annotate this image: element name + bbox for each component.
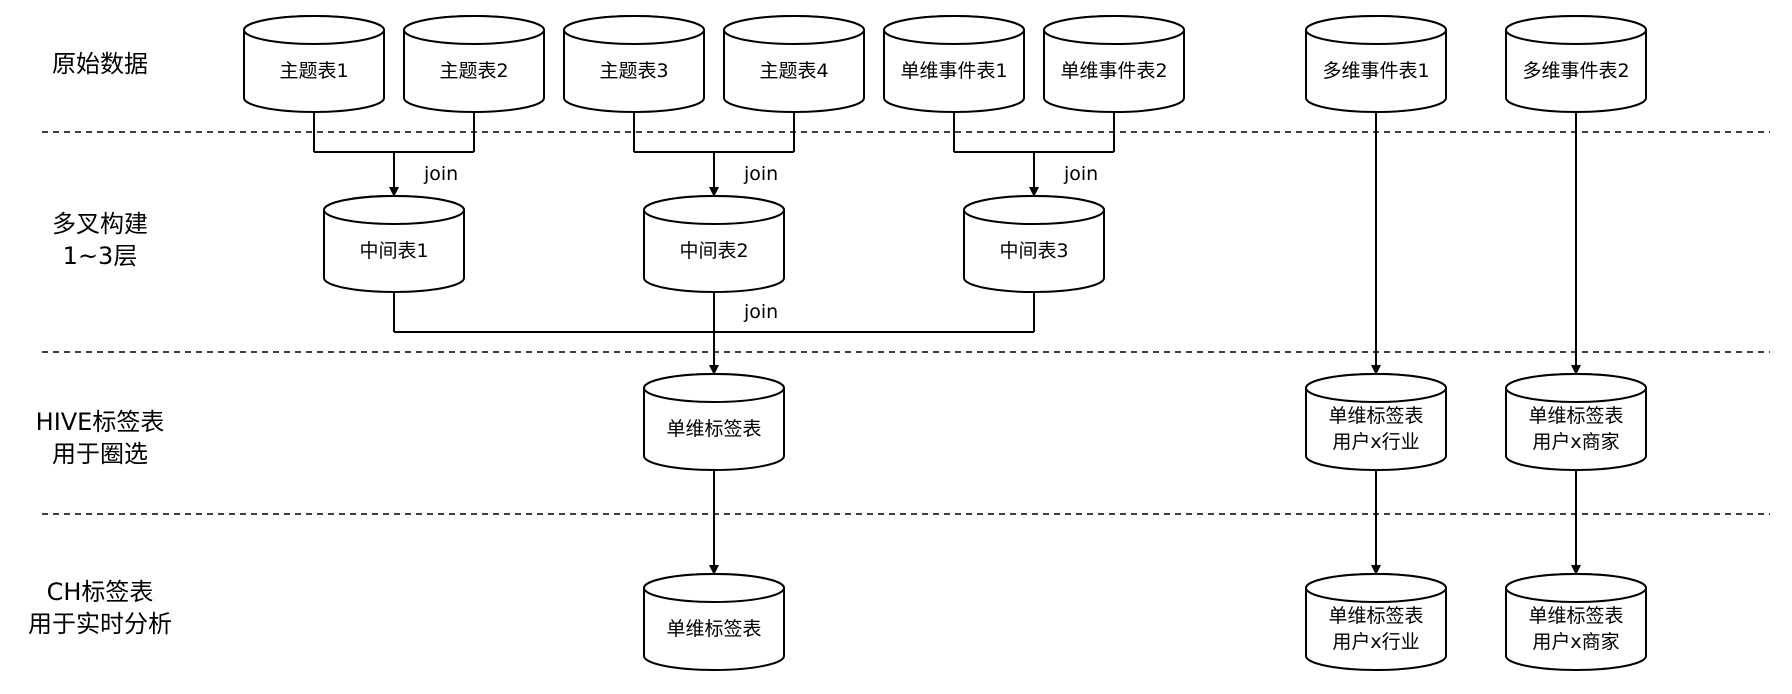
node-label: 用户x行业	[1332, 431, 1419, 453]
node-label: 主题表3	[599, 60, 668, 82]
node-label: 单维事件表2	[1060, 60, 1167, 82]
cylinder-top	[643, 195, 785, 225]
row-label: 1~3层	[63, 242, 138, 270]
edge-label: join	[743, 163, 778, 185]
node-label: 中间表2	[679, 240, 748, 262]
row-label: 原始数据	[52, 50, 148, 78]
edge-h1	[393, 292, 1035, 374]
node-label: 多维事件表2	[1522, 60, 1629, 82]
cylinder-top	[643, 373, 785, 403]
cylinder-top	[1305, 373, 1447, 403]
cylinder-m1: 多维事件表1	[1305, 15, 1447, 113]
cylinder-t4: 主题表4	[723, 15, 865, 113]
node-label: 单维标签表	[1528, 405, 1623, 427]
cylinder-top	[643, 573, 785, 603]
edge-i2	[633, 112, 795, 196]
cylinder-t1: 主题表1	[243, 15, 385, 113]
node-label: 单维标签表	[666, 618, 761, 640]
nodes: 主题表1 主题表2 主题表3 主题表4 单维事件表1 单维事件表2 多维事件表1 多维事件表2…	[243, 15, 1647, 671]
row-label: 多叉构建	[52, 210, 148, 238]
cylinder-h1: 单维标签表	[643, 373, 785, 471]
node-label: 单维事件表1	[900, 60, 1007, 82]
node-label: 单维标签表	[1528, 605, 1623, 627]
node-label: 多维事件表1	[1322, 60, 1429, 82]
cylinder-top	[963, 195, 1105, 225]
row-label: HIVE标签表	[36, 408, 165, 436]
row-label: CH标签表	[47, 578, 154, 606]
layer-dividers	[42, 131, 1770, 515]
edge-label: join	[743, 301, 778, 323]
cylinder-top	[1305, 15, 1447, 45]
node-label: 用户x商家	[1532, 631, 1619, 653]
row-label: 用于圈选	[52, 440, 148, 468]
edge-i1	[313, 112, 475, 196]
cylinder-top	[1505, 373, 1647, 403]
node-label: 中间表3	[999, 240, 1068, 262]
cylinder-t2: 主题表2	[403, 15, 545, 113]
cylinder-top	[563, 15, 705, 45]
cylinder-top	[323, 195, 465, 225]
cylinder-top	[403, 15, 545, 45]
cylinder-t3: 主题表3	[563, 15, 705, 113]
node-label: 主题表4	[759, 60, 828, 82]
cylinder-top	[723, 15, 865, 45]
node-label: 单维标签表	[666, 418, 761, 440]
row-label: 用于实时分析	[28, 610, 172, 638]
edge-label: join	[423, 163, 458, 185]
cylinder-e2: 单维事件表2	[1043, 15, 1185, 113]
cylinder-top	[1505, 15, 1647, 45]
node-label: 单维标签表	[1328, 605, 1423, 627]
cylinder-i3: 中间表3	[963, 195, 1105, 293]
cylinder-top	[243, 15, 385, 45]
cylinder-m2: 多维事件表2	[1505, 15, 1647, 113]
edges: join join join join	[313, 112, 1581, 575]
edge-i3	[953, 112, 1115, 196]
node-label: 中间表1	[359, 240, 428, 262]
node-label: 用户x行业	[1332, 631, 1419, 653]
cylinder-top	[883, 15, 1025, 45]
cylinder-i1: 中间表1	[323, 195, 465, 293]
node-label: 主题表1	[279, 60, 348, 82]
cylinder-e1: 单维事件表1	[883, 15, 1025, 113]
node-label: 主题表2	[439, 60, 508, 82]
edge-label: join	[1063, 163, 1098, 185]
cylinder-c1: 单维标签表	[643, 573, 785, 671]
cylinder-top	[1043, 15, 1185, 45]
node-label: 单维标签表	[1328, 405, 1423, 427]
cylinder-i2: 中间表2	[643, 195, 785, 293]
node-label: 用户x商家	[1532, 431, 1619, 453]
cylinder-top	[1305, 573, 1447, 603]
cylinder-top	[1505, 573, 1647, 603]
